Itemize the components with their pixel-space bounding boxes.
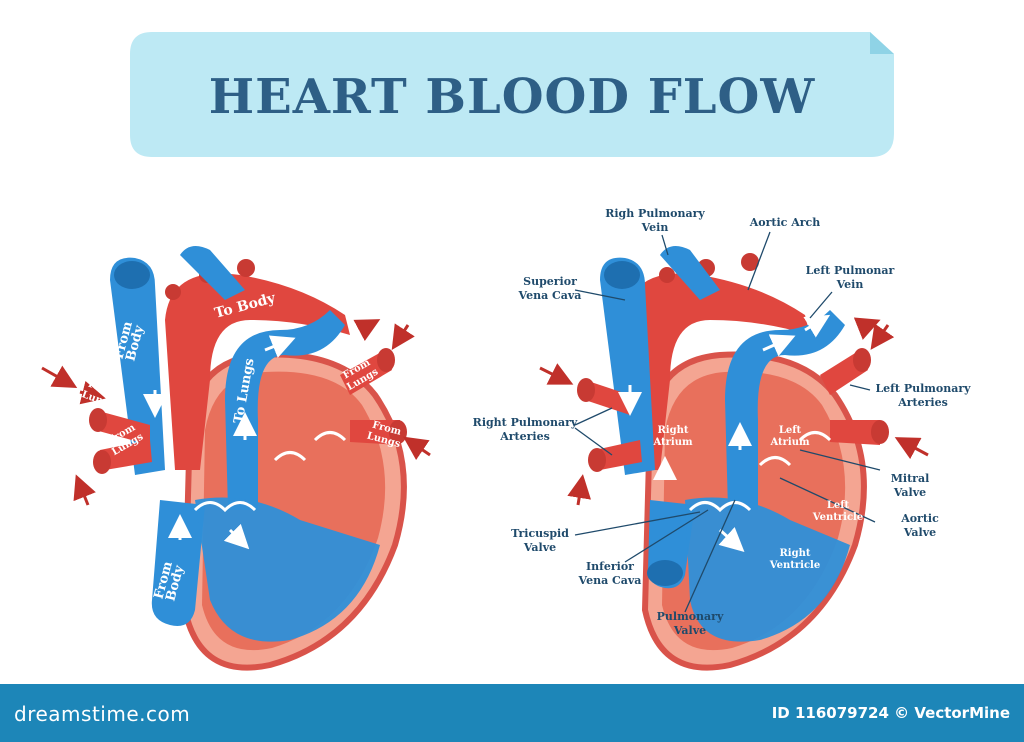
label-tricuspid-valve: Tricuspid Valve [511, 527, 569, 554]
left-aorta [165, 273, 350, 470]
right-pulmonary-vein-top [660, 246, 720, 300]
label-pulmonary-valve: Pulmonary Valve [656, 610, 724, 637]
left-superior-vena-cava [110, 257, 165, 475]
label-left-atrium: Left Atrium [770, 425, 810, 448]
label-mitral-valve: Mitral Valve [890, 472, 930, 499]
right-superior-vena-cava [600, 257, 655, 475]
page-title: HEART BLOOD FLOW [208, 69, 816, 125]
label-superior-vena-cava: Superior Vena Cava [518, 275, 582, 302]
left-lung-vessel-2 [100, 440, 152, 470]
footer-site: dreamstime.com [14, 702, 191, 726]
label-righ-pulmonary-vein: Righ Pulmonary Vein [605, 207, 705, 234]
banner-shape [130, 32, 894, 157]
label-right-atrium: Right Atrium [653, 425, 693, 448]
left-heart [41, 246, 431, 671]
label-left-pulmonar-vein: Left Pulmonar Vein [805, 264, 895, 291]
right-pulmonary-artery [725, 310, 845, 510]
right-heart [539, 231, 929, 671]
leader-lines [574, 231, 881, 613]
footer-image-id: ID 116079724 © VectorMine [771, 704, 1010, 722]
label-inferior-vena-cava: Inferior Vena Cava [578, 560, 642, 587]
left-lung-vessel-4 [350, 420, 400, 445]
left-lung-vessel-1 [95, 410, 150, 445]
label-left-pulmonary-arteries: Left Pulmonary Arteries [875, 382, 971, 409]
left-pulmonary-artery [225, 310, 345, 510]
right-lung-vessel-2 [595, 440, 642, 470]
right-aorta [625, 273, 810, 470]
label-aortic-arch: Aortic Arch [749, 216, 821, 229]
label-left-ventricle: Left Ventricle [812, 500, 864, 523]
right-lung-vessel-4 [830, 420, 880, 445]
label-right-pulmonary-arteries: Right Pulmonary Arteries [472, 416, 578, 443]
footer-bar: dreamstime.com ID 116079724 © VectorMine [0, 684, 1024, 742]
left-pulmonary-vein-top [180, 246, 245, 300]
title-banner: HEART BLOOD FLOW [130, 32, 894, 157]
label-aortic-valve: Aortic Valve [901, 512, 939, 539]
label-right-ventricle: Right Ventricle [769, 548, 821, 571]
